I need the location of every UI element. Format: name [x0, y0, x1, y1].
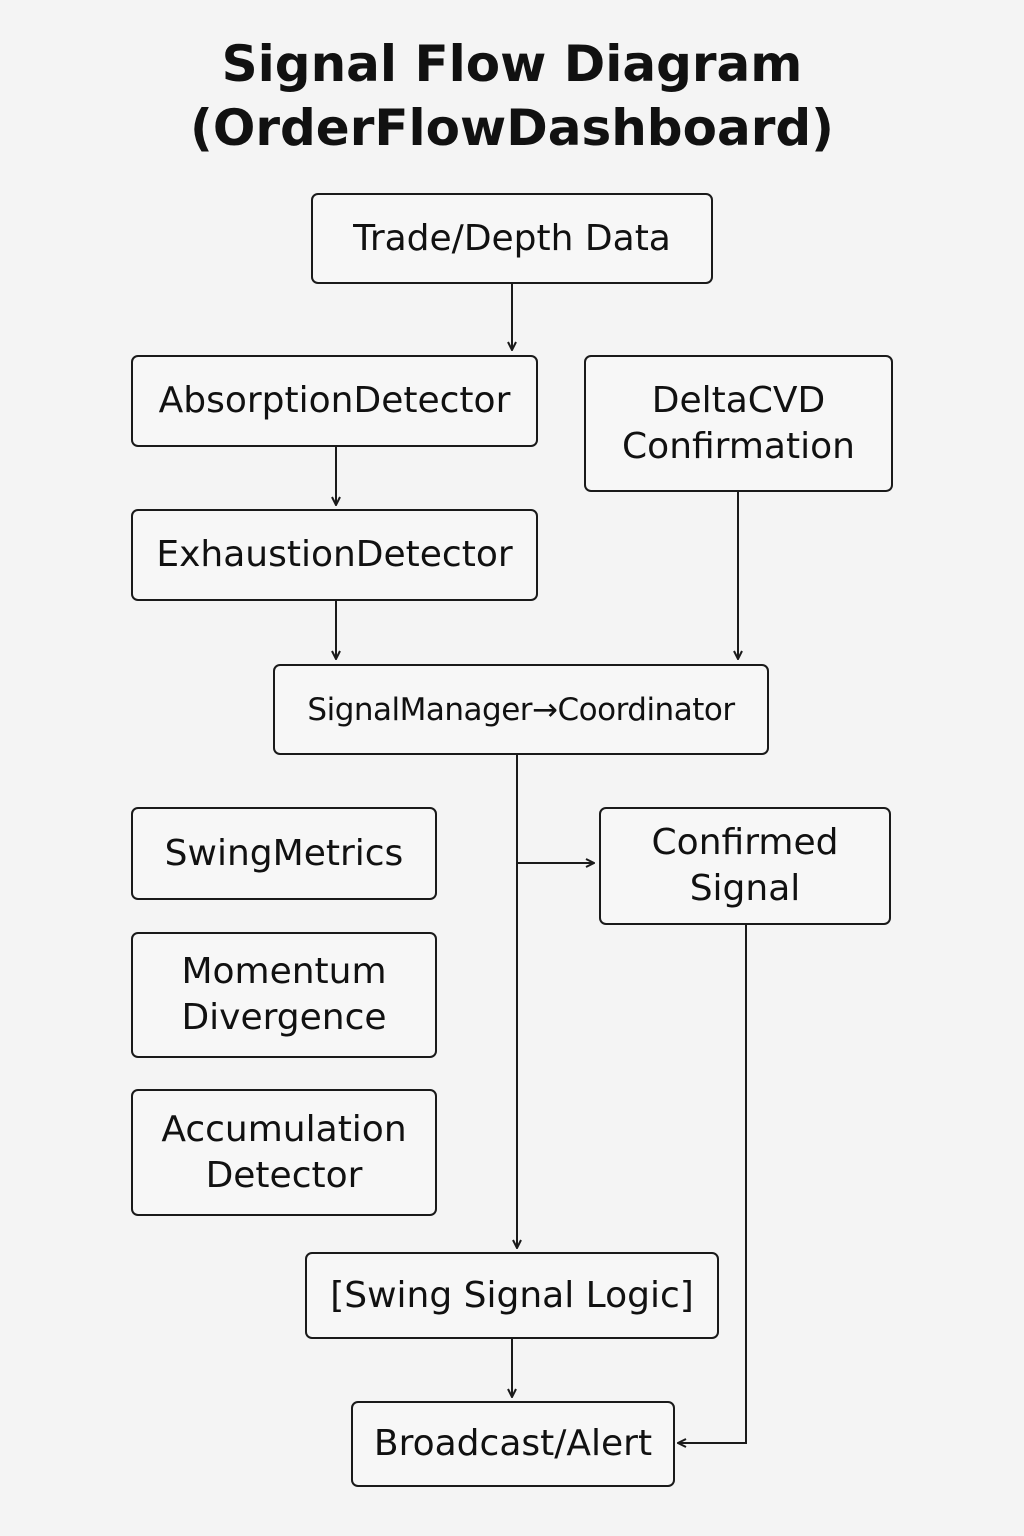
swing-metrics-label: SwingMetrics [164, 832, 404, 874]
accumulation-detector-label-line2: Detector [205, 1154, 363, 1196]
absorption-detector-label: AbsorptionDetector [158, 380, 511, 421]
diagram-title: Signal Flow Diagram [221, 35, 803, 93]
diagram-subtitle: (OrderFlowDashboard) [190, 99, 834, 157]
exhaustion-detector-node: ExhaustionDetector [131, 509, 538, 601]
confirmed-signal-label-line2: Signal [689, 868, 801, 909]
arrow-confirmed-to-broadcast [678, 925, 747, 1443]
swing-signal-logic-node: [Swing Signal Logic] [305, 1252, 719, 1339]
accumulation-detector-node: Accumulation Detector [131, 1089, 437, 1216]
trade-depth-data-node: Trade/Depth Data [311, 193, 713, 284]
momentum-divergence-label-line1: Momentum [181, 951, 387, 992]
signal-manager-coordinator-node: SignalManager→Coordinator [273, 664, 769, 755]
swing-metrics-node: SwingMetrics [131, 807, 437, 900]
swing-signal-logic-label: [Swing Signal Logic] [330, 1274, 694, 1316]
absorption-detector-node: AbsorptionDetector [131, 355, 538, 447]
exhaustion-detector-label: ExhaustionDetector [156, 534, 513, 575]
deltacvd-confirmation-node: DeltaCVD Confirmation [584, 355, 893, 492]
deltacvd-label-line1: DeltaCVD [651, 379, 826, 421]
momentum-divergence-label-line2: Divergence [181, 997, 387, 1038]
signal-manager-coordinator-label: SignalManager→Coordinator [307, 691, 735, 728]
confirmed-signal-label-line1: Confirmed [651, 822, 839, 863]
accumulation-detector-label-line1: Accumulation [161, 1108, 407, 1150]
deltacvd-label-line2: Confirmation [622, 425, 855, 467]
trade-depth-data-label: Trade/Depth Data [353, 217, 671, 259]
confirmed-signal-node: Confirmed Signal [599, 807, 891, 925]
broadcast-alert-node: Broadcast/Alert [351, 1401, 675, 1487]
broadcast-alert-label: Broadcast/Alert [373, 1423, 653, 1464]
momentum-divergence-node: Momentum Divergence [131, 932, 437, 1058]
